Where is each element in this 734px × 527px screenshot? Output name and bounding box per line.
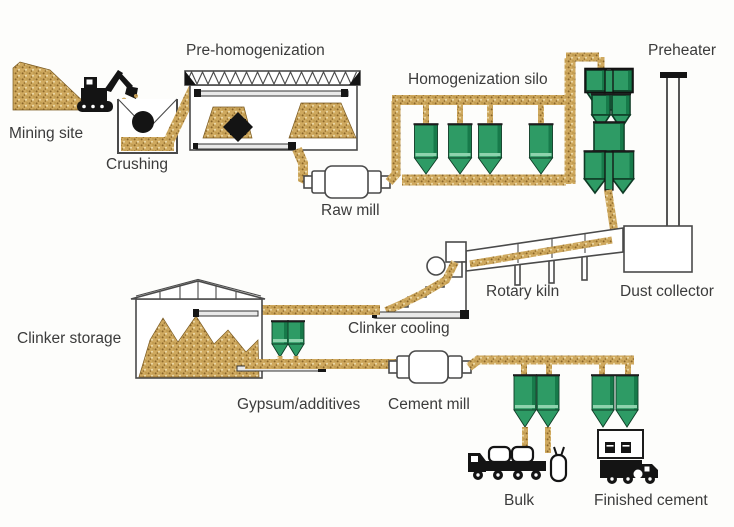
rotary-kiln-icon (426, 227, 624, 286)
bulk-container-icon (549, 446, 568, 483)
gypsum-hopper-icon (271, 320, 305, 364)
preheater-cyclone-tower-icon (582, 67, 636, 195)
label-clinker-cooling: Clinker cooling (348, 320, 450, 337)
cement-mill-icon (388, 350, 472, 384)
raw-mill-icon (303, 165, 391, 199)
clinker-cooler-icon (372, 260, 469, 319)
label-crushing: Crushing (106, 156, 169, 173)
label-pre-homogenization: Pre-homogenization (186, 42, 325, 59)
dust-collector-icon (623, 225, 693, 273)
bulk-silo-2 (536, 374, 560, 428)
label-raw-mill: Raw mill (321, 202, 380, 219)
mining-pile-icon (12, 61, 89, 111)
label-finished-cement: Finished cement (594, 492, 708, 509)
label-preheater: Preheater (648, 42, 717, 59)
bulk-tanker-truck-icon (468, 445, 546, 480)
pre-homogenization-shed-icon (184, 70, 361, 151)
bulk-silo-1 (513, 374, 537, 428)
label-cement-mill: Cement mill (388, 396, 470, 413)
label-dust-collector: Dust collector (620, 283, 714, 300)
homogenization-silo-1 (413, 123, 439, 175)
kiln-head-icon (445, 241, 467, 263)
label-rotary-kiln: Rotary kiln (486, 283, 560, 300)
label-gypsum-additives: Gypsum/additives (237, 396, 361, 413)
chimney-icon (660, 72, 687, 227)
label-mining-site: Mining site (9, 125, 84, 142)
homogenization-silo-4 (528, 123, 554, 175)
label-bulk: Bulk (504, 492, 535, 509)
cement-truck-icon (600, 460, 658, 484)
duct-cementmill-to-silos (466, 355, 634, 371)
finished-silo-2 (615, 374, 639, 428)
homogenization-silo-3 (477, 123, 503, 175)
packing-machine-icon (597, 429, 644, 459)
kiln-burner-icon (426, 256, 446, 276)
label-homogenization-silo: Homogenization silo (408, 71, 548, 88)
homogenization-silo-2 (447, 123, 473, 175)
elevator-rawmill-to-silos (385, 101, 401, 185)
finished-silo-1 (591, 374, 615, 428)
clinker-storage-shed-icon (130, 278, 326, 379)
label-clinker-storage: Clinker storage (17, 330, 122, 347)
